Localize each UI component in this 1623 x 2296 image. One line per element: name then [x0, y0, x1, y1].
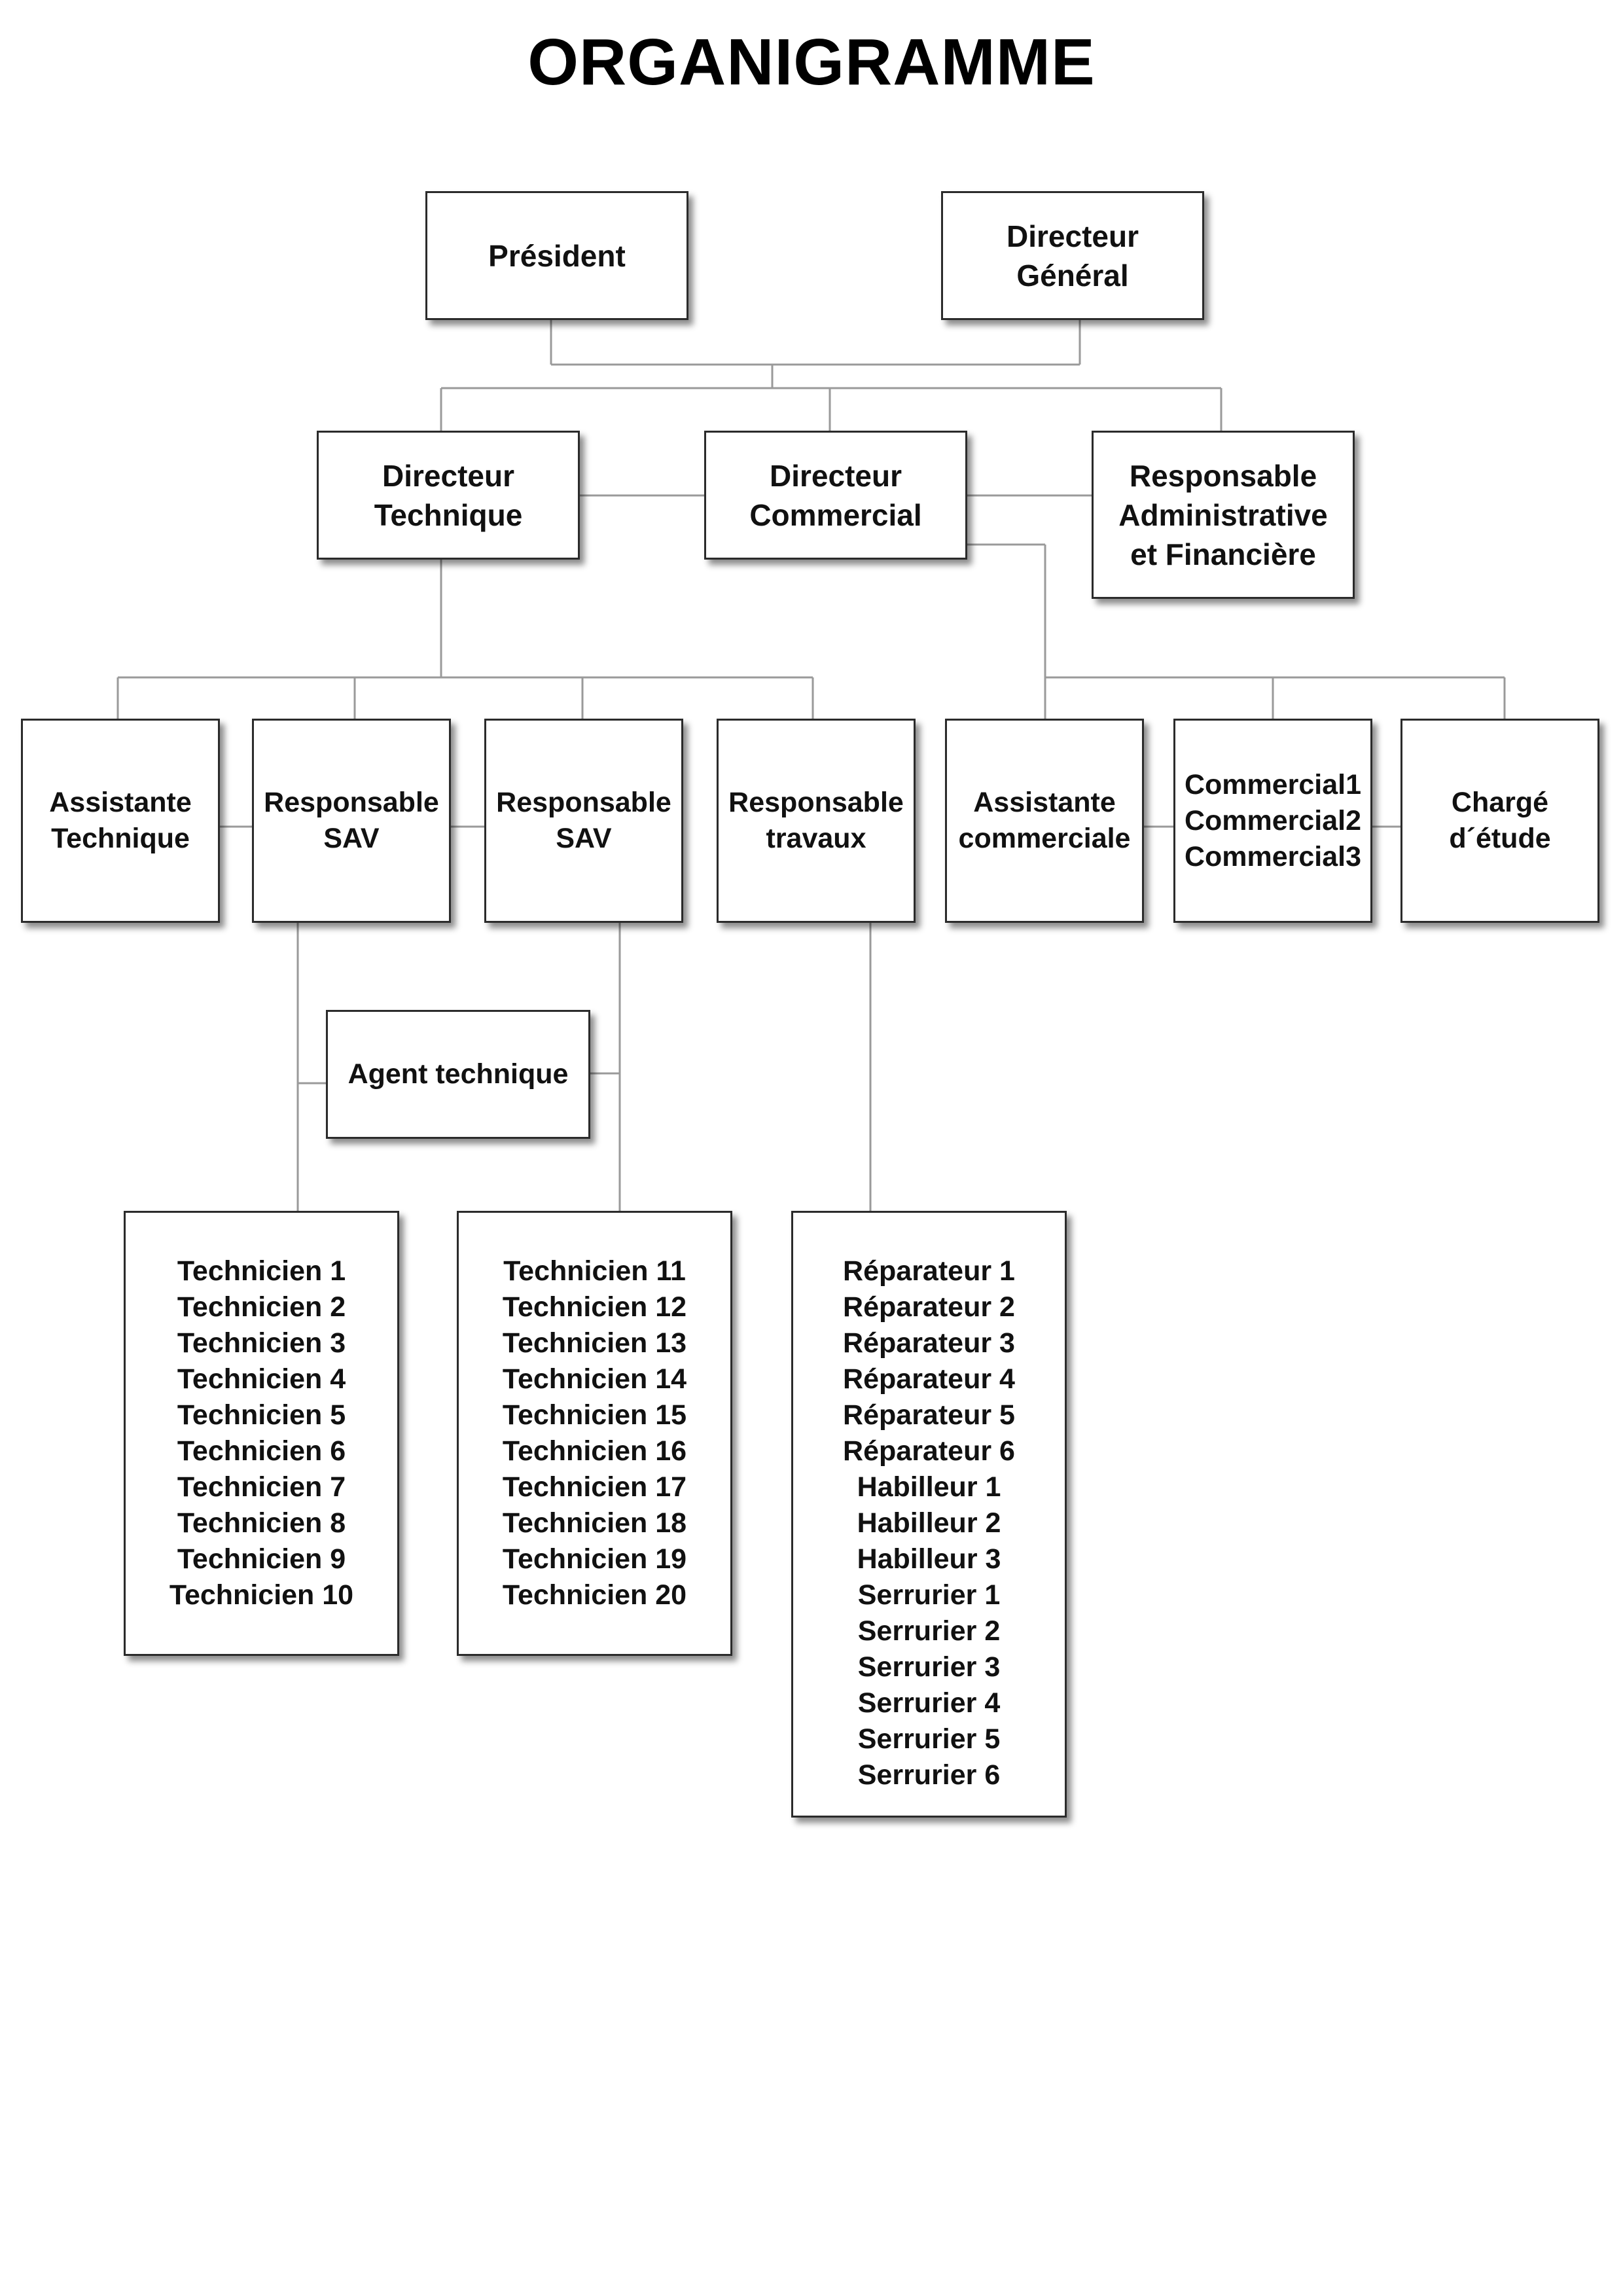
charge-etude-box: Chargé d´étude [1400, 719, 1599, 923]
list-item: Technicien 1 [177, 1255, 346, 1287]
list-item: Technicien 9 [177, 1543, 346, 1575]
agent-technique-box: Agent technique [326, 1010, 590, 1139]
list-item: Serrurier 3 [857, 1651, 1001, 1683]
list-item: Technicien 10 [169, 1579, 354, 1611]
directeur-general-label-1: Directeur [1007, 219, 1139, 253]
directeur-technique-label-1: Directeur [382, 458, 514, 493]
assistante-technique-label-1: Assistante [49, 787, 192, 818]
list-item: Technicien 5 [177, 1399, 346, 1431]
responsable-admin-box: Responsable Administrative et Financière [1092, 431, 1355, 599]
list-item: Serrurier 5 [857, 1723, 1001, 1755]
responsable-sav-2-label-2: SAV [556, 823, 612, 854]
directeur-commercial-label-2: Commercial [749, 497, 922, 532]
commercial-1-label: Commercial1 [1184, 768, 1362, 800]
list-item: Technicien 20 [502, 1579, 687, 1611]
directeur-general-box: Directeur Général [941, 191, 1204, 320]
responsable-sav-2-box: Responsable SAV [484, 719, 683, 923]
commerciaux-box: Commercial1 Commercial2 Commercial3 [1173, 719, 1372, 923]
responsable-sav-2-label-1: Responsable [496, 787, 671, 818]
assistante-commerciale-label-2: commerciale [958, 823, 1131, 854]
list-item: Serrurier 1 [857, 1579, 1001, 1611]
responsable-sav-1-label-2: SAV [323, 823, 380, 854]
list-item: Réparateur 5 [843, 1399, 1015, 1431]
assistante-commerciale-box: Assistante commerciale [945, 719, 1144, 923]
list-item: Habilleur 1 [857, 1471, 1001, 1503]
list-item: Technicien 12 [502, 1291, 687, 1323]
assistante-technique-box: Assistante Technique [21, 719, 220, 923]
responsable-admin-label-1: Responsable [1129, 458, 1317, 493]
list-item: Technicien 13 [502, 1327, 687, 1359]
assistante-technique-label-2: Technique [51, 823, 190, 854]
responsable-travaux-label-1: Responsable [728, 787, 904, 818]
list-item: Technicien 19 [502, 1543, 687, 1575]
techniciens-1-box: Technicien 1 Technicien 2 Technicien 3 T… [124, 1211, 399, 1656]
list-item: Réparateur 4 [843, 1363, 1015, 1395]
directeur-commercial-label-1: Directeur [770, 458, 902, 493]
commercial-2-label: Commercial2 [1184, 804, 1362, 836]
list-item: Technicien 18 [502, 1507, 687, 1539]
responsable-admin-label-3: et Financière [1130, 537, 1316, 571]
responsable-sav-1-box: Responsable SAV [252, 719, 451, 923]
list-item: Technicien 4 [177, 1363, 346, 1395]
list-item: Habilleur 2 [857, 1507, 1001, 1539]
president-box: Président [425, 191, 688, 320]
page-title: ORGANIGRAMME [527, 26, 1096, 99]
agent-technique-label: Agent technique [348, 1058, 569, 1090]
responsable-travaux-label-2: travaux [766, 823, 866, 854]
list-item: Technicien 6 [177, 1435, 346, 1467]
list-item: Technicien 2 [177, 1291, 346, 1323]
commercial-3-label: Commercial3 [1184, 840, 1362, 872]
list-item: Technicien 8 [177, 1507, 346, 1539]
list-item: Réparateur 1 [843, 1255, 1015, 1287]
directeur-technique-label-2: Technique [374, 497, 523, 532]
list-item: Réparateur 3 [843, 1327, 1015, 1359]
list-item: Technicien 17 [502, 1471, 687, 1503]
directeur-technique-box: Directeur Technique [317, 431, 580, 560]
directeur-general-label-2: Général [1016, 258, 1129, 293]
charge-etude-label-1: Chargé [1451, 787, 1549, 818]
responsable-sav-1-label-1: Responsable [264, 787, 439, 818]
list-item: Technicien 7 [177, 1471, 346, 1503]
list-item: Réparateur 6 [843, 1435, 1015, 1467]
list-item: Serrurier 2 [857, 1615, 1001, 1647]
list-item: Technicien 3 [177, 1327, 346, 1359]
techniciens-2-box: Technicien 11 Technicien 12 Technicien 1… [457, 1211, 732, 1656]
reparateurs-box: Réparateur 1 Réparateur 2 Réparateur 3 R… [791, 1211, 1067, 1818]
list-item: Technicien 11 [503, 1255, 686, 1287]
responsable-travaux-box: Responsable travaux [717, 719, 916, 923]
list-item: Habilleur 3 [857, 1543, 1001, 1575]
president-label: Président [488, 238, 626, 273]
responsable-admin-label-2: Administrative [1118, 497, 1328, 532]
list-item: Technicien 15 [502, 1399, 687, 1431]
assistante-commerciale-label-1: Assistante [973, 787, 1116, 818]
list-item: Technicien 16 [502, 1435, 687, 1467]
list-item: Serrurier 6 [857, 1759, 1001, 1791]
directeur-commercial-box: Directeur Commercial [704, 431, 967, 560]
charge-etude-label-2: d´étude [1449, 823, 1551, 854]
list-item: Réparateur 2 [843, 1291, 1015, 1323]
list-item: Serrurier 4 [857, 1687, 1001, 1719]
list-item: Technicien 14 [502, 1363, 687, 1395]
